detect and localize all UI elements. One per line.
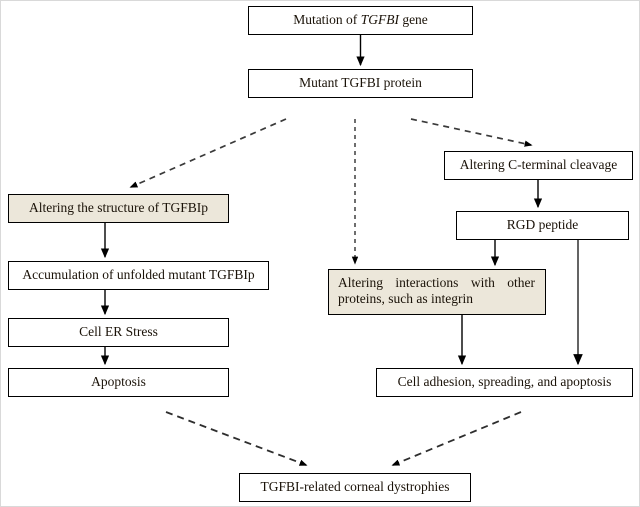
node-corneal-dystrophies-label: TGFBI-related corneal dystrophies [260,479,450,495]
node-cell-adhesion[interactable]: Cell adhesion, spreading, and apoptosis [376,368,633,397]
node-altering-interactions[interactable]: Altering interactions with other protein… [328,269,546,315]
edge-protein-to-cleavage [410,118,533,147]
node-mutant-protein-label: Mutant TGFBI protein [299,75,422,91]
text-italic-gene: TGFBI [360,12,399,28]
edge-protein-to-structure [129,118,287,188]
node-rgd-peptide[interactable]: RGD peptide [456,211,629,240]
edge-adhesion-to-dystrophies [391,411,522,466]
node-altering-structure[interactable]: Altering the structure of TGFBIp [8,194,229,223]
node-altering-cleavage-label: Altering C-terminal cleavage [459,157,618,173]
node-rgd-peptide-label: RGD peptide [506,217,579,233]
node-accumulation[interactable]: Accumulation of unfolded mutant TGFBIp [8,261,269,290]
node-apoptosis-label: Apoptosis [91,374,146,390]
node-altering-interactions-line1: Altering interactions with other [338,275,535,290]
node-mutant-protein[interactable]: Mutant TGFBI protein [248,69,473,98]
node-mutation-gene-label: Mutation of TGFBI gene [293,12,428,28]
text-before: Mutation of [293,12,361,28]
node-corneal-dystrophies[interactable]: TGFBI-related corneal dystrophies [239,473,471,502]
text-after: gene [398,12,428,28]
node-mutation-gene[interactable]: Mutation of TGFBI gene [248,6,473,35]
node-apoptosis[interactable]: Apoptosis [8,368,229,397]
node-cell-er-stress[interactable]: Cell ER Stress [8,318,229,347]
node-accumulation-label: Accumulation of unfolded mutant TGFBIp [22,267,255,283]
node-altering-structure-label: Altering the structure of TGFBIp [29,200,208,216]
node-altering-cleavage[interactable]: Altering C-terminal cleavage [444,151,633,180]
node-cell-adhesion-label: Cell adhesion, spreading, and apoptosis [397,374,612,390]
node-altering-interactions-line2: proteins, such as integrin [338,291,473,307]
node-cell-er-stress-label: Cell ER Stress [79,324,158,340]
edge-apoptosis-to-dystrophies [165,411,308,466]
